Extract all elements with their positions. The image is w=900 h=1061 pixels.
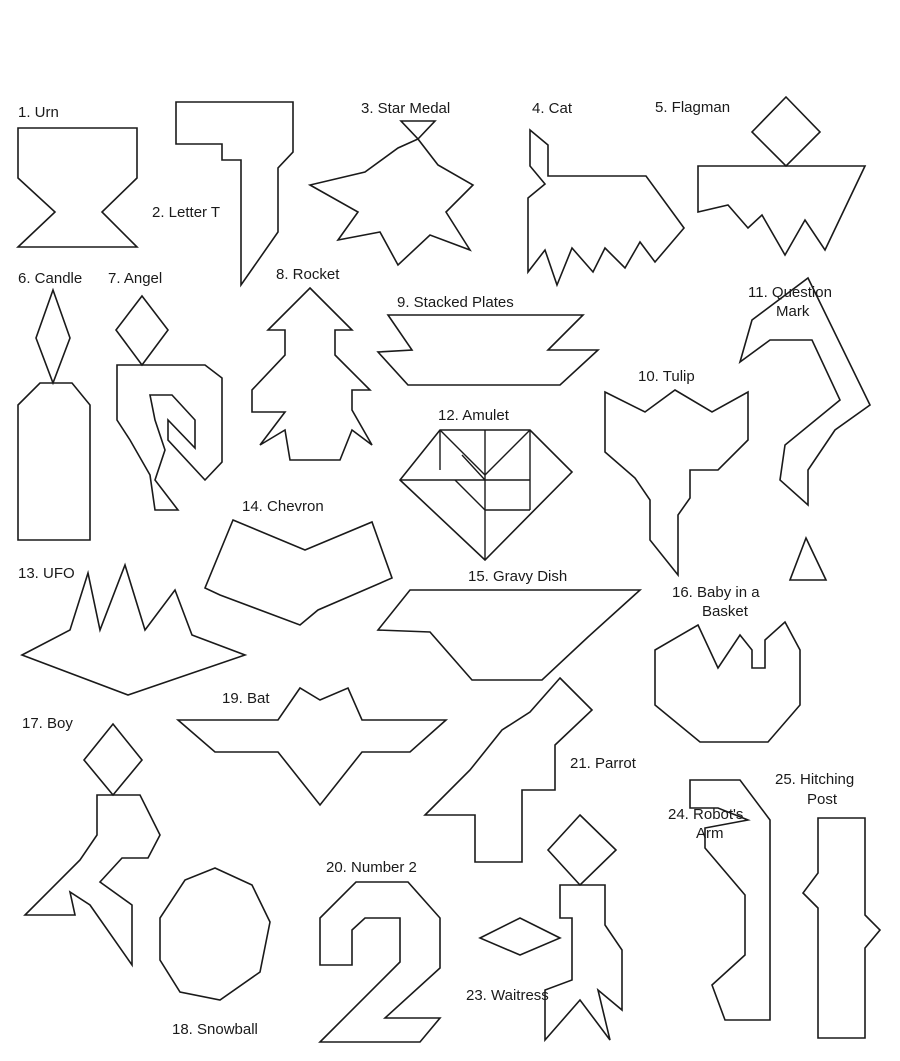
shape-amulet-outline (398, 429, 574, 562)
puzzle-amulet: 12. Amulet (398, 407, 574, 562)
puzzle-number-2: 20. Number 2 (318, 859, 442, 1043)
puzzle-cat: 4. Cat (527, 100, 686, 288)
shape-angel-head (114, 294, 170, 367)
puzzle-rocket: 8. Rocket (251, 266, 373, 461)
puzzle-robots-arm: 24. Robot's Arm (668, 779, 771, 1021)
amulet-edge (484, 429, 531, 476)
shape-letter-t (175, 101, 294, 288)
puzzle-stacked-plates: 9. Stacked Plates (376, 294, 601, 386)
puzzle-letter-t: 2. Letter T (152, 101, 294, 288)
puzzle-tulip: 10. Tulip (604, 368, 749, 578)
label-star-medal: 3. Star Medal (361, 100, 450, 117)
shape-star-medal (307, 120, 475, 267)
shape-chevron (203, 518, 394, 626)
shape-flagman-body (697, 165, 867, 257)
label-flagman: 5. Flagman (655, 99, 730, 116)
shape-waitress-tray (478, 917, 562, 956)
shape-question-mark-dot (788, 535, 828, 581)
puzzle-boy: 17. Boy (22, 715, 161, 968)
puzzle-star-medal: 3. Star Medal (307, 100, 475, 267)
puzzle-hitching-post: 25. Hitching Post (775, 771, 882, 1039)
label-candle: 6. Candle (18, 270, 82, 287)
shape-tulip (604, 389, 749, 578)
puzzle-bat: 19. Bat (175, 686, 449, 807)
shape-candle-body (17, 382, 91, 541)
amulet-edge (439, 429, 486, 476)
puzzle-angel: 7. Angel (108, 270, 223, 511)
puzzle-candle: 6. Candle (17, 270, 91, 541)
shape-flagman-head (750, 95, 822, 168)
label-baby-basket-1: 16. Baby in a (672, 584, 760, 601)
puzzle-baby-in-a-basket: 16. Baby in a Basket (654, 584, 801, 743)
puzzle-urn: 1. Urn (15, 104, 139, 248)
puzzle-flagman: 5. Flagman (655, 95, 867, 257)
label-stacked-plates: 9. Stacked Plates (397, 294, 514, 311)
label-hitching-post-2: Post (807, 791, 838, 808)
shape-ufo (20, 562, 248, 696)
puzzle-waitress: 23. Waitress (466, 813, 623, 1043)
label-hitching-post-1: 25. Hitching (775, 771, 854, 788)
label-chevron: 14. Chevron (242, 498, 324, 515)
shape-stacked-plates (376, 314, 601, 386)
shape-boy-head (82, 722, 144, 797)
shape-gravy-dish (376, 589, 643, 681)
puzzle-snowball: 18. Snowball (159, 867, 271, 1038)
label-baby-basket-2: Basket (702, 603, 749, 620)
puzzle-chevron: 14. Chevron (203, 498, 394, 626)
label-gravy-dish: 15. Gravy Dish (468, 568, 567, 585)
shape-angel-body (116, 364, 223, 511)
label-rocket: 8. Rocket (276, 266, 340, 283)
puzzle-question-mark: 11. Question Mark (738, 276, 872, 581)
label-angel: 7. Angel (108, 270, 162, 287)
amulet-edge (454, 479, 486, 511)
shape-rocket (251, 286, 373, 461)
puzzle-gravy-dish: 15. Gravy Dish (376, 568, 643, 681)
shape-snowball (159, 867, 271, 1001)
shape-baby-basket (654, 620, 801, 743)
label-tulip: 10. Tulip (638, 368, 695, 385)
label-bat: 19. Bat (222, 690, 270, 707)
shape-candle-flame (35, 287, 71, 386)
amulet-edge (461, 454, 486, 481)
label-snowball: 18. Snowball (172, 1021, 258, 1038)
label-question-mark-2: Mark (776, 303, 810, 320)
shape-hitching-post (801, 817, 882, 1039)
label-urn: 1. Urn (18, 104, 59, 121)
label-parrot: 21. Parrot (570, 755, 637, 772)
shape-parrot (423, 676, 594, 863)
label-letter-t: 2. Letter T (152, 204, 220, 221)
shape-cat (527, 128, 686, 288)
label-cat: 4. Cat (532, 100, 573, 117)
puzzle-parrot: 21. Parrot (423, 676, 637, 863)
shape-waitress-head (546, 813, 618, 887)
label-amulet: 12. Amulet (438, 407, 510, 424)
shape-question-mark (738, 276, 872, 507)
label-number-2: 20. Number 2 (326, 859, 417, 876)
puzzle-ufo: 13. UFO (18, 562, 248, 696)
shape-urn (15, 127, 139, 248)
label-waitress: 23. Waitress (466, 987, 549, 1004)
label-robots-arm-2: Arm (696, 825, 724, 842)
label-boy: 17. Boy (22, 715, 73, 732)
shape-robots-arm (689, 779, 771, 1021)
shape-waitress-body (544, 884, 623, 1043)
shape-bat (175, 686, 449, 807)
label-ufo: 13. UFO (18, 565, 75, 582)
shape-boy-body (23, 794, 161, 968)
shape-number-2 (318, 881, 442, 1043)
